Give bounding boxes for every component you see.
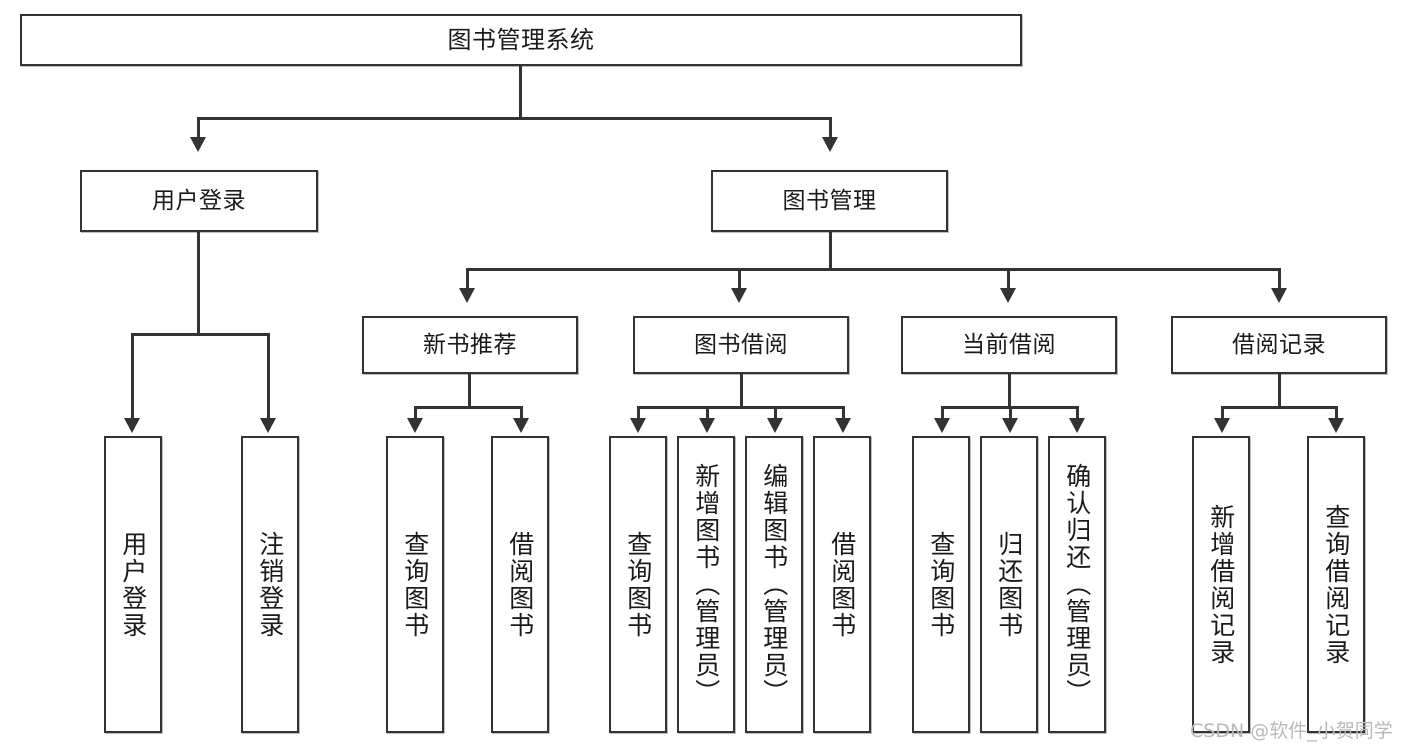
arrowhead-borrow-to-leaf1 (630, 418, 646, 433)
connector-root-stem (519, 66, 522, 119)
leaf-logout[interactable]: 注销登录 (241, 436, 299, 733)
arrowhead-borrow-to-leaf3 (767, 418, 783, 433)
arrowhead-borrow-to-leaf2 (699, 418, 715, 433)
connector-borrow-to-leaf1 (637, 406, 640, 420)
connector-userlogin-to-leaf2 (267, 333, 270, 420)
node-borrow-record[interactable]: 借阅记录 (1171, 316, 1387, 374)
connector-bookmgmt-to-current (1007, 268, 1010, 290)
node-label: 查询图书 (400, 530, 430, 639)
connector-borrow-bar (637, 406, 844, 409)
connector-newbook-to-leaf2 (520, 406, 523, 420)
arrowhead-root-to-bookmgmt (822, 137, 838, 152)
connector-root-to-userlogin (197, 117, 200, 139)
connector-newbook-stem (468, 374, 471, 408)
connector-borrow-to-leaf2 (706, 406, 709, 420)
node-book-management[interactable]: 图书管理 (711, 170, 948, 232)
leaf-query-book-borrow[interactable]: 查询图书 (609, 436, 667, 733)
connector-userlogin-stem (197, 232, 200, 335)
connector-record-to-leaf1 (1221, 406, 1224, 420)
node-label: 查询图书 (623, 530, 653, 639)
leaf-user-login[interactable]: 用户登录 (104, 436, 162, 733)
leaf-query-borrow-record[interactable]: 查询借阅记录 (1307, 436, 1365, 733)
connector-userlogin-bar (131, 333, 267, 336)
node-label: 查询借阅记录 (1321, 503, 1351, 666)
connector-bookmgmt-stem (829, 232, 832, 270)
connector-newbook-bar (414, 406, 522, 409)
leaf-borrow-book-newbook[interactable]: 借阅图书 (491, 436, 549, 733)
node-current-borrow[interactable]: 当前借阅 (901, 316, 1117, 374)
arrowhead-current-to-leaf2 (1002, 418, 1018, 433)
node-label: 归还图书 (994, 530, 1024, 639)
connector-newbook-to-leaf1 (414, 406, 417, 420)
connector-record-stem (1278, 374, 1281, 408)
connector-root-to-bookmgmt (829, 117, 832, 139)
arrowhead-current-to-leaf3 (1069, 418, 1085, 433)
node-label: 图书管理系统 (447, 26, 595, 54)
connector-bookmgmt-to-borrow (738, 268, 741, 290)
connector-current-to-leaf1 (941, 406, 944, 420)
node-label: 用户登录 (118, 530, 148, 639)
connector-borrow-to-leaf4 (842, 406, 845, 420)
node-label: 确认归还（管理员） (1062, 463, 1092, 706)
arrowhead-bookmgmt-to-current (1000, 288, 1016, 303)
node-label: 新增借阅记录 (1206, 503, 1236, 666)
leaf-add-borrow-record[interactable]: 新增借阅记录 (1192, 436, 1250, 733)
connector-record-to-leaf2 (1335, 406, 1338, 420)
node-label: 用户登录 (152, 187, 246, 214)
connector-bookmgmt-to-newbook (466, 268, 469, 290)
arrowhead-borrow-to-leaf4 (835, 418, 851, 433)
arrowhead-bookmgmt-to-newbook (459, 288, 475, 303)
node-root-system[interactable]: 图书管理系统 (20, 14, 1022, 66)
node-new-book-recommend[interactable]: 新书推荐 (362, 316, 578, 374)
leaf-edit-book-admin[interactable]: 编辑图书（管理员） (745, 436, 803, 733)
arrowhead-newbook-to-leaf2 (513, 418, 529, 433)
node-label: 查询图书 (926, 530, 956, 639)
node-label: 新增图书（管理员） (691, 463, 721, 706)
leaf-confirm-return-admin[interactable]: 确认归还（管理员） (1048, 436, 1106, 733)
arrowhead-root-to-userlogin (190, 137, 206, 152)
node-label: 借阅图书 (827, 530, 857, 639)
arrowhead-userlogin-to-leaf1 (124, 418, 140, 433)
connector-borrow-to-leaf3 (774, 406, 777, 420)
connector-current-to-leaf3 (1076, 406, 1079, 420)
node-label: 注销登录 (255, 530, 285, 639)
node-label: 图书管理 (782, 187, 877, 214)
arrowhead-record-to-leaf2 (1328, 418, 1344, 433)
leaf-return-book[interactable]: 归还图书 (980, 436, 1038, 733)
leaf-query-book-current[interactable]: 查询图书 (912, 436, 970, 733)
arrowhead-bookmgmt-to-record (1271, 288, 1287, 303)
node-label: 新书推荐 (423, 331, 517, 358)
leaf-add-book-admin[interactable]: 新增图书（管理员） (677, 436, 735, 733)
arrowhead-current-to-leaf1 (934, 418, 950, 433)
connector-current-stem (1008, 374, 1011, 408)
arrowhead-bookmgmt-to-borrow (731, 288, 747, 303)
node-label: 编辑图书（管理员） (759, 463, 789, 706)
arrowhead-userlogin-to-leaf2 (260, 418, 276, 433)
node-label: 图书借阅 (694, 331, 788, 358)
node-label: 借阅记录 (1232, 331, 1326, 358)
node-user-login[interactable]: 用户登录 (80, 170, 318, 232)
csdn-watermark: CSDN @软件_小贺同学 (1190, 720, 1393, 742)
leaf-borrow-book[interactable]: 借阅图书 (813, 436, 871, 733)
arrowhead-record-to-leaf1 (1214, 418, 1230, 433)
connector-bookmgmt-bar (466, 268, 1280, 271)
node-label: 当前借阅 (962, 331, 1056, 358)
connector-root-bar (197, 117, 831, 120)
node-book-borrow[interactable]: 图书借阅 (633, 316, 849, 374)
connector-current-to-leaf2 (1009, 406, 1012, 420)
arrowhead-newbook-to-leaf1 (407, 418, 423, 433)
leaf-query-book-newbook[interactable]: 查询图书 (386, 436, 444, 733)
connector-bookmgmt-to-record (1278, 268, 1281, 290)
node-label: 借阅图书 (505, 530, 535, 639)
connector-record-bar (1221, 406, 1337, 409)
connector-userlogin-to-leaf1 (131, 333, 134, 420)
connector-borrow-stem (740, 374, 743, 408)
